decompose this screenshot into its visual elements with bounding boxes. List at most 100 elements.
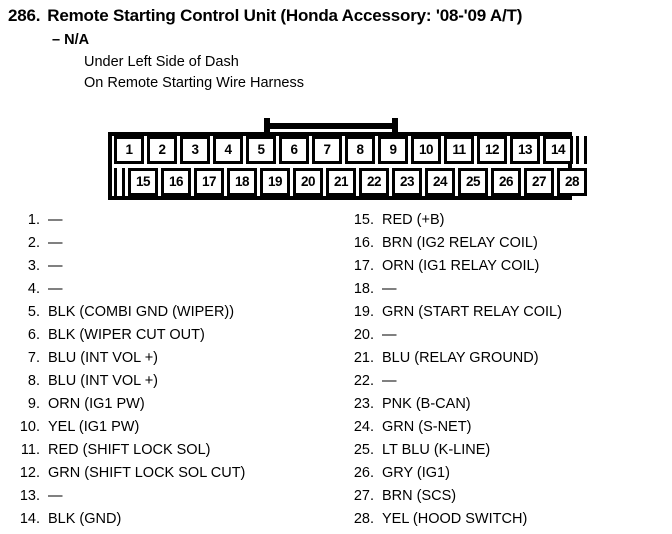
pin-index: 20. — [353, 327, 374, 343]
pin-entry: 14.BLK (GND) — [14, 511, 245, 534]
pin-description: — — [382, 373, 397, 389]
pin-entry: 17. ORN (IG1 RELAY COIL) — [348, 258, 562, 281]
pin-description: — — [48, 258, 63, 274]
pin-description: — — [48, 235, 63, 251]
pin-cell: 25 — [458, 168, 488, 196]
pin-description: GRN (START RELAY COIL) — [382, 304, 562, 320]
pin-description: — — [382, 281, 397, 297]
pin-index: 27. — [353, 488, 374, 504]
latch-bar — [264, 123, 398, 129]
pin-cell: 28 — [557, 168, 587, 196]
pin-index: 23. — [353, 396, 374, 412]
pin-cell: 13 — [510, 136, 540, 164]
pin-index: 22. — [353, 373, 374, 389]
pin-cell: 22 — [359, 168, 389, 196]
pin-index: 6. — [27, 327, 40, 343]
pin-cell: 17 — [194, 168, 224, 196]
na-line: – N/A — [52, 32, 90, 48]
pin-description: GRY (IG1) — [382, 465, 450, 481]
pin-description: RED (+B) — [382, 212, 445, 228]
pin-description: BRN (IG2 RELAY COIL) — [382, 235, 538, 251]
pin-entry: 1. — — [14, 212, 245, 235]
pin-index: 14. — [19, 511, 40, 527]
pin-description: RED (SHIFT LOCK SOL) — [48, 442, 211, 458]
pin-index: 15. — [353, 212, 374, 228]
pin-description: LT BLU (K-LINE) — [382, 442, 491, 458]
pin-description: — — [48, 212, 63, 228]
pin-entry: 6. BLK (WIPER CUT OUT) — [14, 327, 245, 350]
pin-index: 16. — [353, 235, 374, 251]
pin-entry: 22. — — [348, 373, 562, 396]
pin-index: 18. — [353, 281, 374, 297]
pin-description: YEL (IG1 PW) — [48, 419, 140, 435]
pin-description: — — [48, 488, 63, 504]
pin-index: 9. — [27, 396, 40, 412]
pin-entry: 24.GRN (S-NET) — [348, 419, 562, 442]
pin-cell: 11 — [444, 136, 474, 164]
pin-description: — — [48, 281, 63, 297]
pin-description: BLK (WIPER CUT OUT) — [48, 327, 205, 343]
pin-entry: 28.YEL (HOOD SWITCH) — [348, 511, 562, 534]
pin-cell: 2 — [147, 136, 177, 164]
pin-entry: 5.BLK (COMBI GND (WIPER)) — [14, 304, 245, 327]
item-number: 286. — [8, 6, 41, 25]
pin-index: 11. — [20, 442, 40, 458]
pin-entry: 2.— — [14, 235, 245, 258]
pin-index: 21. — [353, 350, 374, 366]
pin-description: PNK (B-CAN) — [382, 396, 471, 412]
pin-entry: 9.ORN (IG1 PW) — [14, 396, 245, 419]
pin-cell: 12 — [477, 136, 507, 164]
pin-cell: 8 — [345, 136, 375, 164]
pin-description: BRN (SCS) — [382, 488, 457, 504]
pin-entry: 10. YEL (IG1 PW) — [14, 419, 245, 442]
pin-cell: 5 — [246, 136, 276, 164]
pin-entry: 25.LT BLU (K-LINE) — [348, 442, 562, 465]
pin-entry: 18. — — [348, 281, 562, 304]
pin-entry: 7.BLU (INT VOL +) — [14, 350, 245, 373]
pin-cell: 6 — [279, 136, 309, 164]
pin-index: 8. — [27, 373, 40, 389]
pin-cell: 15 — [128, 168, 158, 196]
pin-description: BLU (RELAY GROUND) — [382, 350, 539, 366]
pin-entry: 19.GRN (START RELAY COIL) — [348, 304, 562, 327]
pin-cell-blank-right — [576, 136, 587, 164]
pin-entry: 4. — — [14, 281, 245, 304]
pin-cell: 24 — [425, 168, 455, 196]
title-text: Remote Starting Control Unit (Honda Acce… — [47, 6, 523, 25]
pin-cell: 4 — [213, 136, 243, 164]
pin-cell: 16 — [161, 168, 191, 196]
pin-entry: 26. GRY (IG1) — [348, 465, 562, 488]
pin-cell: 19 — [260, 168, 290, 196]
pin-cell: 1 — [114, 136, 144, 164]
connector-latch — [264, 118, 398, 138]
pin-cell: 23 — [392, 168, 422, 196]
pin-index: 1. — [27, 212, 40, 228]
connector-pin-row-bottom: 15 16 17 18 19 20 21 22 23 24 25 26 27 2… — [108, 168, 590, 196]
pin-index: 26. — [353, 465, 374, 481]
pin-list-right: 15. RED (+B) 16. BRN (IG2 RELAY COIL) 17. O… — [348, 212, 562, 534]
pin-cell: 3 — [180, 136, 210, 164]
latch-post-right — [392, 118, 398, 138]
pin-index: 4. — [27, 281, 40, 297]
pin-entry: 8.BLU (INT VOL +) — [14, 373, 245, 396]
pin-index: 13. — [19, 488, 40, 504]
location-line-2: On Remote Starting Wire Harness — [84, 75, 304, 91]
pin-entry: 27. BRN (SCS) — [348, 488, 562, 511]
pin-cell: 10 — [411, 136, 441, 164]
pin-entry: 13. — — [14, 488, 245, 511]
pin-entry: 16. BRN (IG2 RELAY COIL) — [348, 235, 562, 258]
pin-entry: 15. RED (+B) — [348, 212, 562, 235]
pin-entry: 20.— — [348, 327, 562, 350]
pin-cell: 27 — [524, 168, 554, 196]
pin-description: GRN (SHIFT LOCK SOL CUT) — [48, 465, 246, 481]
pin-index: 28. — [353, 511, 374, 527]
pin-description: ORN (IG1 RELAY COIL) — [382, 258, 540, 274]
pin-index: 17. — [353, 258, 374, 274]
pin-index: 10. — [19, 419, 40, 435]
pin-cell: 21 — [326, 168, 356, 196]
pin-cell: 9 — [378, 136, 408, 164]
pin-list-left: 1. — 2.— 3. — 4. — 5.BLK (COMBI GND (WIPER)… — [14, 212, 246, 534]
pin-cell: 26 — [491, 168, 521, 196]
pin-entry: 21. BLU (RELAY GROUND) — [348, 350, 562, 373]
pin-index: 3. — [27, 258, 40, 274]
